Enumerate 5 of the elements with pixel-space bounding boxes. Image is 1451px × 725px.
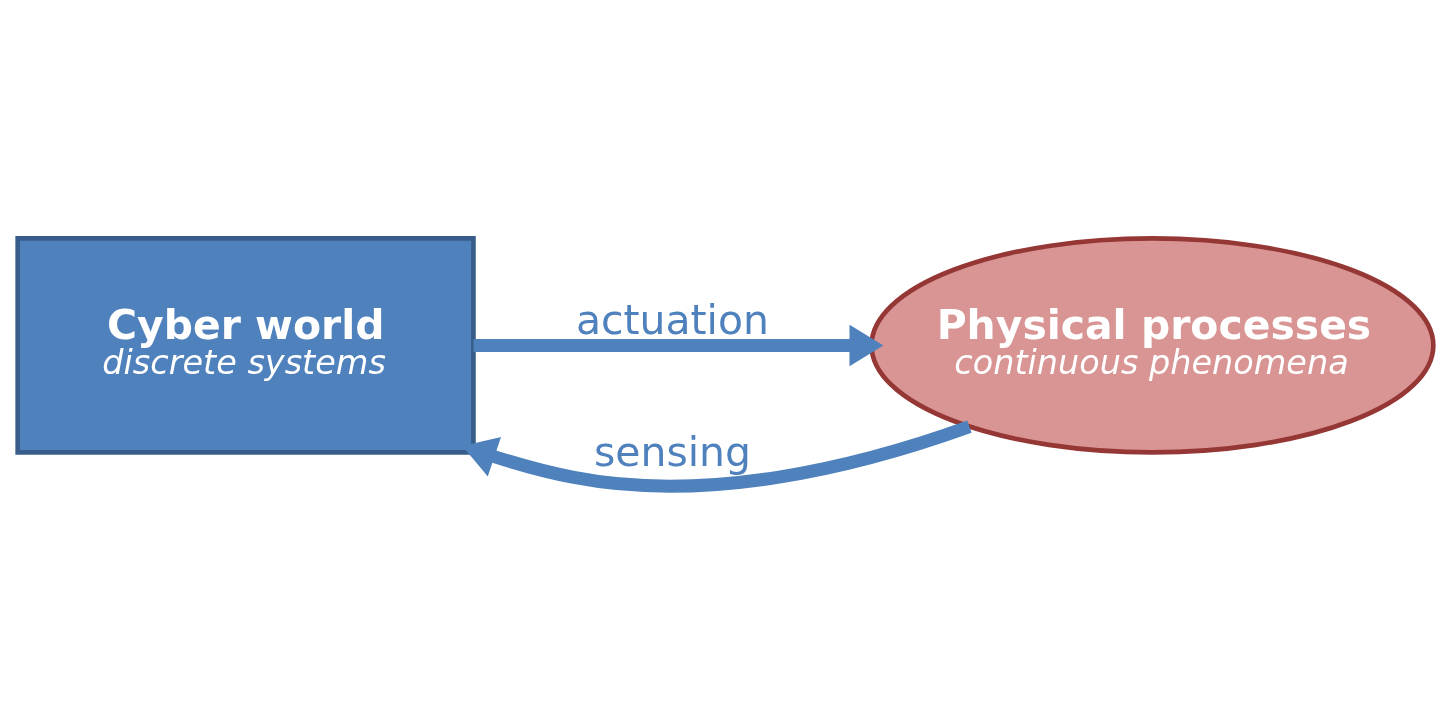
edge-label: actuation (576, 295, 769, 344)
edge-label: sensing (593, 427, 751, 476)
node-ellipse: Physical processes continuous phenomena (869, 236, 1436, 455)
node-box: Cyber world discrete systems (15, 236, 476, 455)
arrow (473, 324, 884, 367)
